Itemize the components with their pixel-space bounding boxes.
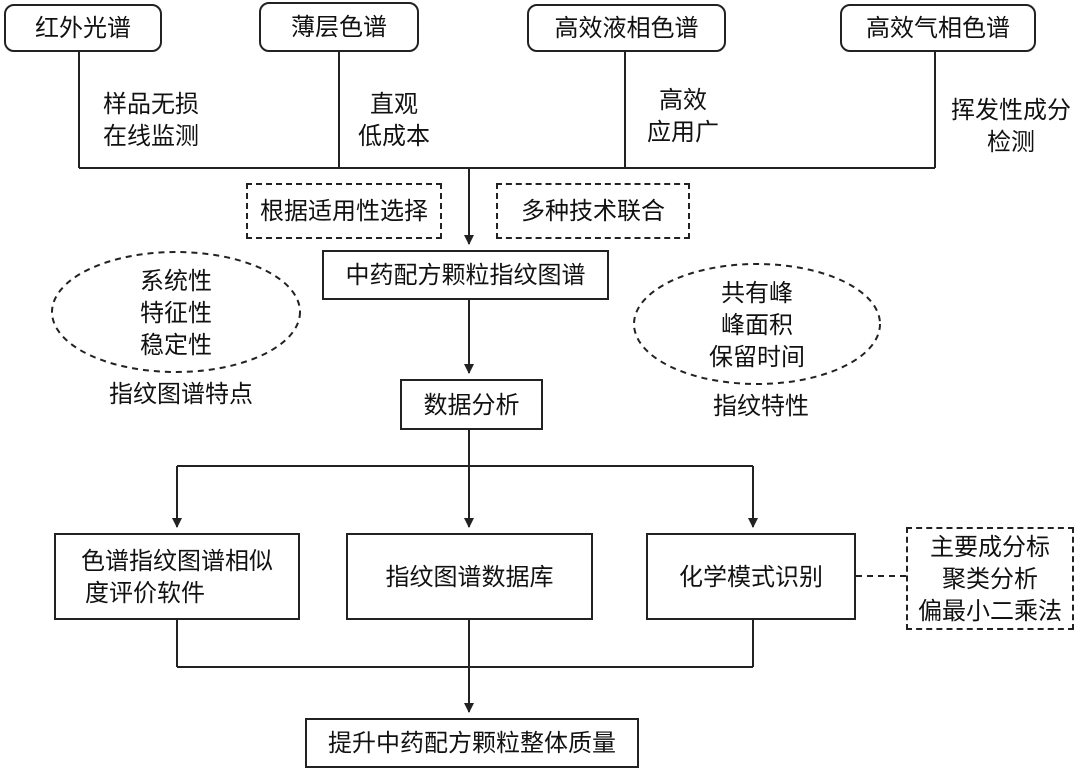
pattern-method-item: 主要成分标 <box>930 532 1050 561</box>
database-label: 指纹图谱数据库 <box>385 562 554 591</box>
similarity-software-box: 色谱指纹图谱相似 度评价软件 <box>54 533 300 620</box>
fingerprint-label: 中药配方颗粒指纹图谱 <box>345 261 586 289</box>
pattern-method-item: 聚类分析 <box>942 564 1038 593</box>
technique-ir-box: 红外光谱 <box>4 4 162 52</box>
property-item: 峰面积 <box>721 311 793 339</box>
note-ir: 样品无损 在线监测 <box>86 88 216 152</box>
note-gc: 挥发性成分 检测 <box>946 94 1076 158</box>
technique-ir-label: 红外光谱 <box>35 14 131 42</box>
technique-hplc-label: 高效液相色谱 <box>554 14 699 42</box>
note-ir-line-2: 在线监测 <box>103 122 199 150</box>
pattern-recognition-label: 化学模式识别 <box>679 562 823 591</box>
technique-hplc-box: 高效液相色谱 <box>527 4 726 52</box>
data-analysis-label: 数据分析 <box>423 390 520 419</box>
note-gc-line-2: 检测 <box>987 128 1035 156</box>
similarity-line-2: 度评价软件 <box>85 578 205 607</box>
properties-caption: 指纹特性 <box>713 392 809 420</box>
properties-ellipse <box>633 263 881 385</box>
selection-applicability-box: 根据适用性选择 <box>246 183 442 239</box>
pattern-method-item: 偏最小二乘法 <box>918 596 1062 625</box>
technique-tlc-box: 薄层色谱 <box>259 2 419 52</box>
pattern-methods-box: 主要成分标 聚类分析 偏最小二乘法 <box>906 527 1074 630</box>
note-tlc-line-2: 低成本 <box>358 122 430 150</box>
fingerprint-box: 中药配方颗粒指纹图谱 <box>322 250 609 300</box>
goal-box: 提升中药配方颗粒整体质量 <box>305 718 639 768</box>
database-box: 指纹图谱数据库 <box>346 533 593 620</box>
features-ellipse <box>51 251 301 373</box>
property-item: 保留时间 <box>709 343 805 371</box>
selection-combined-box: 多种技术联合 <box>496 183 690 239</box>
goal-label: 提升中药配方颗粒整体质量 <box>328 729 616 757</box>
similarity-line-1: 色谱指纹图谱相似 <box>81 546 273 575</box>
property-item: 共有峰 <box>721 279 793 307</box>
data-analysis-box: 数据分析 <box>400 379 543 430</box>
note-tlc-line-1: 直观 <box>370 90 418 118</box>
note-ir-line-1: 样品无损 <box>103 90 199 118</box>
technique-gc-label: 高效气相色谱 <box>866 14 1010 42</box>
properties-items: 共有峰 峰面积 保留时间 <box>697 277 817 373</box>
feature-item: 系统性 <box>140 267 212 295</box>
selection-applicability-label: 根据适用性选择 <box>260 197 428 225</box>
features-caption: 指纹图谱特点 <box>109 380 253 408</box>
technique-gc-box: 高效气相色谱 <box>840 4 1036 52</box>
feature-item: 稳定性 <box>140 331 212 359</box>
technique-tlc-label: 薄层色谱 <box>291 13 387 41</box>
selection-combined-label: 多种技术联合 <box>521 197 665 225</box>
note-hplc-line-2: 应用广 <box>647 118 719 146</box>
note-hplc-line-1: 高效 <box>659 86 707 114</box>
note-gc-line-1: 挥发性成分 <box>951 96 1071 124</box>
note-hplc: 高效 应用广 <box>634 84 732 148</box>
feature-item: 特征性 <box>140 299 212 327</box>
pattern-recognition-box: 化学模式识别 <box>646 533 856 620</box>
features-items: 系统性 特征性 稳定性 <box>126 265 226 361</box>
note-tlc: 直观 低成本 <box>346 88 442 152</box>
